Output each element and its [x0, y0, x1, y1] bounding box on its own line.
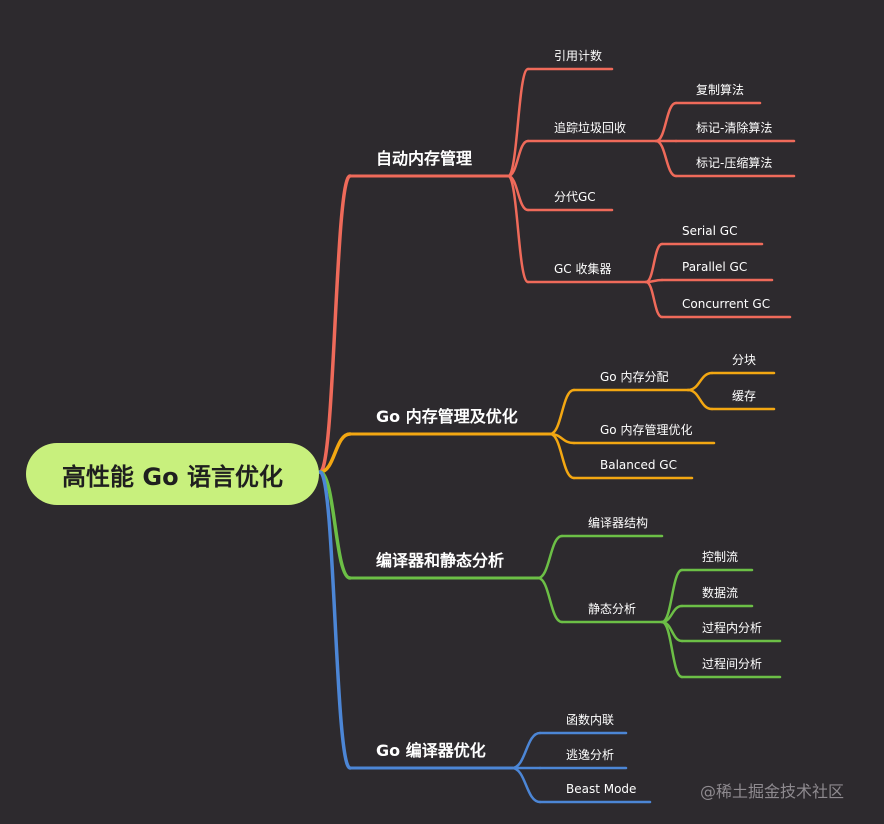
- branch-label-2[interactable]: 编译器和静态分析: [376, 551, 504, 570]
- child-connector-3-2: [510, 766, 542, 804]
- child-label-1-0[interactable]: Go 内存分配: [600, 370, 668, 384]
- leaf-label-0-1-0[interactable]: 复制算法: [696, 82, 744, 97]
- leaf-connector-0-3-0: [644, 242, 664, 284]
- leaf-label-2-1-2[interactable]: 过程内分析: [702, 620, 762, 635]
- child-label-1-2[interactable]: Balanced GC: [600, 458, 677, 472]
- child-connector-1-2: [548, 432, 576, 480]
- child-label-0-2[interactable]: 分代GC: [554, 190, 596, 204]
- leaf-label-0-3-0[interactable]: Serial GC: [682, 224, 737, 238]
- child-label-3-2[interactable]: Beast Mode: [566, 782, 636, 796]
- leaf-connector-0-1-0: [654, 101, 678, 143]
- leaf-connector-1-0-1: [686, 388, 714, 411]
- child-connector-1-0: [548, 388, 576, 436]
- branch-connector-1: [318, 432, 352, 474]
- child-label-3-1[interactable]: 逃逸分析: [566, 748, 614, 762]
- child-connector-0-0: [506, 67, 530, 178]
- leaf-label-0-3-2[interactable]: Concurrent GC: [682, 297, 770, 311]
- leaf-label-2-1-0[interactable]: 控制流: [702, 550, 738, 564]
- leaf-label-0-1-1[interactable]: 标记-清除算法: [696, 120, 772, 135]
- leaf-label-0-3-1[interactable]: Parallel GC: [682, 260, 747, 274]
- branch-label-3[interactable]: Go 编译器优化: [376, 741, 486, 760]
- leaf-label-1-0-0[interactable]: 分块: [732, 353, 756, 367]
- branch-label-0[interactable]: 自动内存管理: [376, 149, 472, 168]
- root-node[interactable]: 高性能 Go 语言优化: [26, 443, 319, 505]
- branch-connector-0: [318, 174, 352, 474]
- branch-connector-3: [318, 470, 352, 770]
- child-connector-2-0: [536, 534, 564, 580]
- child-connector-0-1: [506, 139, 530, 178]
- child-label-2-1[interactable]: 静态分析: [588, 602, 636, 616]
- child-label-2-0[interactable]: 编译器结构: [588, 515, 648, 530]
- child-label-0-1[interactable]: 追踪垃圾回收: [554, 120, 626, 135]
- child-label-3-0[interactable]: 函数内联: [566, 712, 614, 727]
- leaf-connector-2-1-3: [660, 620, 684, 679]
- child-connector-2-1: [536, 576, 564, 624]
- leaf-label-1-0-1[interactable]: 缓存: [732, 389, 756, 403]
- child-label-1-1[interactable]: Go 内存管理优化: [600, 422, 692, 437]
- leaf-connector-0-3-2: [644, 280, 664, 319]
- leaf-label-0-1-2[interactable]: 标记-压缩算法: [696, 155, 772, 170]
- leaf-connector-1-0-0: [686, 371, 714, 392]
- leaf-label-2-1-3[interactable]: 过程间分析: [702, 656, 762, 671]
- child-connector-0-3: [506, 174, 530, 284]
- branch-label-1[interactable]: Go 内存管理及优化: [376, 407, 518, 426]
- child-label-0-3[interactable]: GC 收集器: [554, 261, 612, 276]
- child-connector-3-0: [510, 731, 542, 770]
- leaf-label-2-1-1[interactable]: 数据流: [702, 585, 738, 600]
- watermark: @稀土掘金技术社区: [700, 782, 845, 801]
- root-node-label: 高性能 Go 语言优化: [62, 462, 283, 491]
- leaf-connector-0-1-2: [654, 139, 678, 178]
- child-label-0-0[interactable]: 引用计数: [554, 48, 602, 63]
